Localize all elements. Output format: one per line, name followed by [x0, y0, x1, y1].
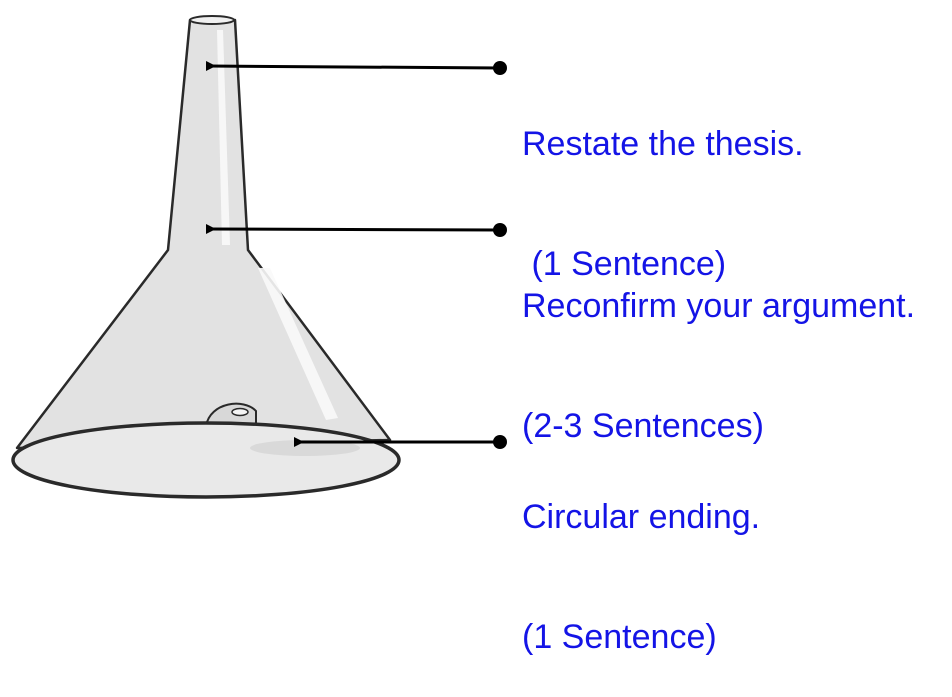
funnel-handle-hole — [231, 407, 249, 417]
funnel-cone-highlight — [258, 268, 338, 420]
arrow-3 — [294, 435, 507, 449]
funnel-cone — [15, 18, 392, 450]
arrow-1 — [205, 60, 507, 75]
funnel-illustration — [11, 15, 401, 499]
annotation-2-text: Reconfirm your argument. — [522, 287, 916, 325]
funnel-spout-highlight — [217, 30, 230, 245]
arrow-1-dot — [493, 61, 507, 75]
annotation-1-count: (1 Sentence) — [522, 245, 727, 283]
annotation-restate-thesis: Restate the thesis. (1 Sentence) — [522, 44, 804, 324]
funnel-base-rim — [11, 421, 401, 499]
funnel-spout-rim — [189, 15, 235, 25]
funnel-diagram — [11, 15, 507, 499]
arrow-3-dot — [493, 435, 507, 449]
annotation-1-text: Restate the thesis. — [522, 125, 804, 163]
arrow-2-dot — [493, 223, 507, 237]
funnel-base-shade — [250, 440, 360, 456]
annotation-circular-ending: Circular ending. (1 Sentence) — [522, 417, 760, 697]
annotation-3-text: Circular ending. — [522, 498, 761, 536]
arrow-2 — [205, 223, 507, 237]
annotation-3-count: (1 Sentence) — [522, 618, 717, 656]
annotation-reconfirm-argument: Reconfirm your argument. (2-3 Sentences) — [522, 206, 915, 486]
annotation-2-count: (2-3 Sentences) — [522, 407, 764, 445]
